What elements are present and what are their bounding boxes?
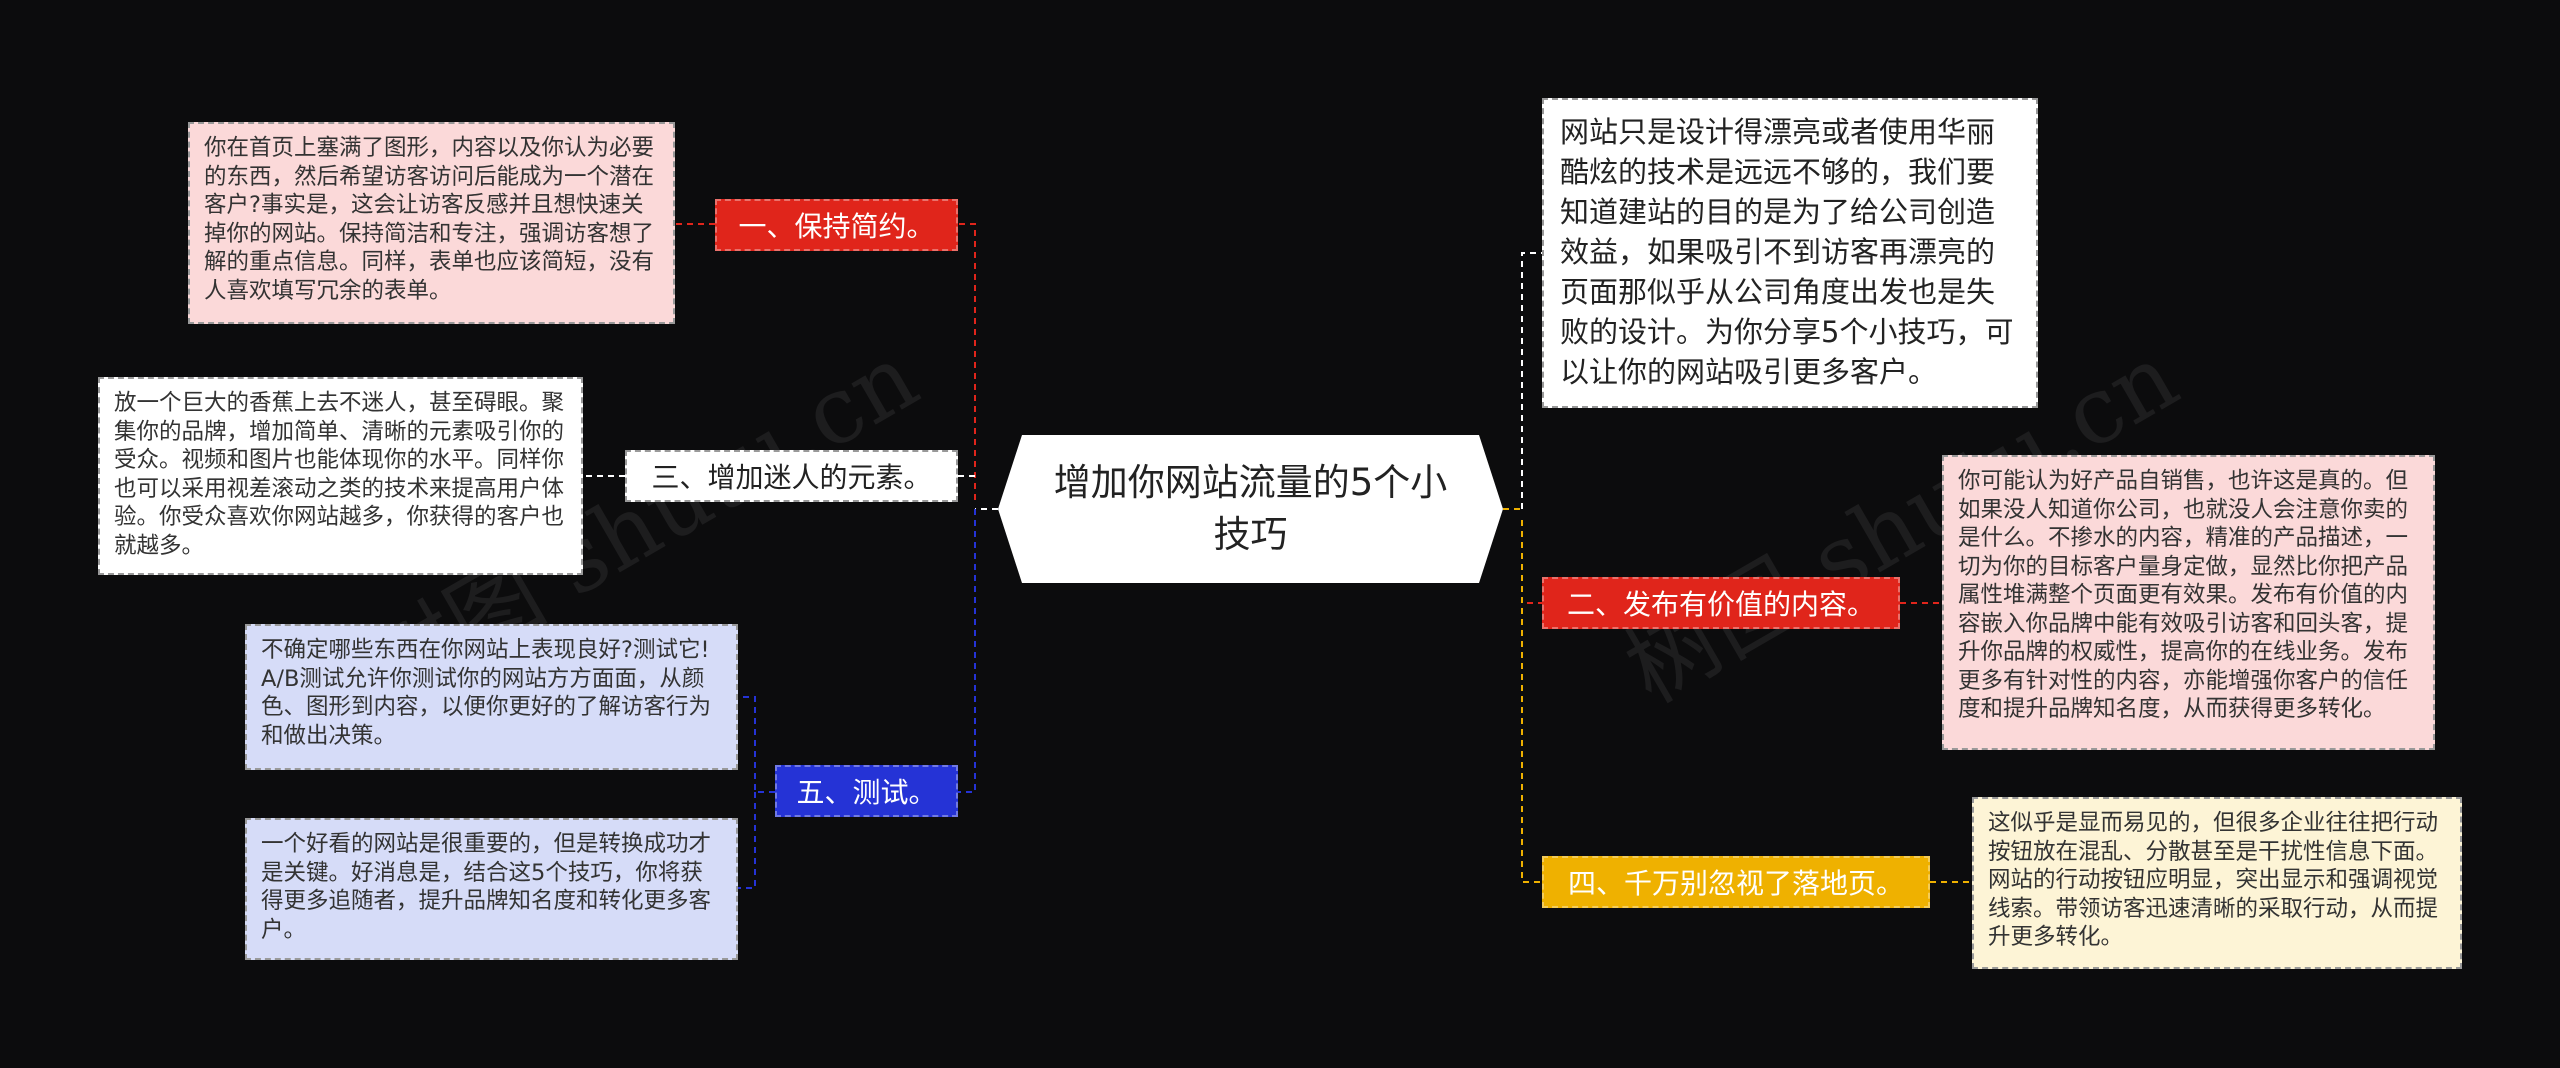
branch-testing-label: 五、测试。: [796, 776, 937, 809]
branch-landing-page-label: 四、千万别忽视了落地页。: [1567, 867, 1904, 900]
leaf-attractive-elements-text: 放一个巨大的香蕉上去不迷人，甚至碍眼。聚集你的品牌，增加简单、清晰的元素吸引你的…: [114, 390, 565, 559]
leaf-testing-conversion[interactable]: 一个好看的网站是很重要的，但是转换成功才是关键。好消息是，结合这5个技巧，你将获…: [245, 818, 738, 960]
leaf-testing-ab-text: 不确定哪些东西在你网站上表现良好?测试它!A/B测试允许你测试你的网站方方面面，…: [261, 637, 712, 749]
leaf-valuable-content[interactable]: 你可能认为好产品自销售，也许这是真的。但如果没人知道你公司，也就没人会注意你卖的…: [1942, 455, 2435, 750]
connector-spine-right-red: [1521, 520, 1542, 604]
connector-b5-leaves: [738, 696, 775, 889]
branch-valuable-content-label: 二、发布有价值的内容。: [1566, 588, 1875, 621]
connector-spine-red: [958, 223, 976, 500]
intro-summary-text: 网站只是设计得漂亮或者使用华丽酷炫的技术是远远不够的，我们要知道建站的目的是为了…: [1560, 115, 2014, 389]
leaf-keep-simple-text: 你在首页上塞满了图形，内容以及你认为必要的东西，然后希望访客访问后能成为一个潜在…: [204, 135, 655, 304]
branch-landing-page[interactable]: 四、千万别忽视了落地页。: [1542, 856, 1930, 908]
leaf-landing-page-text: 这似乎是显而易见的，但很多企业往往把行动按钮放在混乱、分散甚至是干扰性信息下面。…: [1988, 810, 2439, 950]
branch-keep-simple[interactable]: 一、保持简约。: [715, 199, 958, 251]
branch-attractive-elements[interactable]: 三、增加迷人的元素。: [625, 450, 958, 502]
central-topic-label: 增加你网站流量的5个小技巧: [1053, 461, 1448, 556]
leaf-attractive-elements[interactable]: 放一个巨大的香蕉上去不迷人，甚至碍眼。聚集你的品牌，增加简单、清晰的元素吸引你的…: [98, 377, 583, 575]
leaf-valuable-content-text: 你可能认为好产品自销售，也许这是真的。但如果没人知道你公司，也就没人会注意你卖的…: [1958, 468, 2409, 722]
intro-summary[interactable]: 网站只是设计得漂亮或者使用华丽酷炫的技术是远远不够的，我们要知道建站的目的是为了…: [1542, 98, 2038, 408]
leaf-testing-ab[interactable]: 不确定哪些东西在你网站上表现良好?测试它!A/B测试允许你测试你的网站方方面面，…: [245, 624, 738, 770]
branch-testing[interactable]: 五、测试。: [775, 765, 958, 817]
connector-spine-blue: [958, 509, 976, 793]
branch-keep-simple-label: 一、保持简约。: [738, 210, 935, 243]
connector-spine-right-yellow: [1521, 520, 1542, 883]
connector-spine-right-white: [1521, 252, 1542, 509]
leaf-testing-conversion-text: 一个好看的网站是很重要的，但是转换成功才是关键。好消息是，结合这5个技巧，你将获…: [261, 831, 712, 943]
leaf-keep-simple[interactable]: 你在首页上塞满了图形，内容以及你认为必要的东西，然后希望访客访问后能成为一个潜在…: [188, 122, 675, 324]
leaf-landing-page[interactable]: 这似乎是显而易见的，但很多企业往往把行动按钮放在混乱、分散甚至是干扰性信息下面。…: [1972, 797, 2462, 969]
branch-attractive-elements-label: 三、增加迷人的元素。: [651, 461, 932, 494]
branch-valuable-content[interactable]: 二、发布有价值的内容。: [1542, 577, 1900, 629]
central-topic[interactable]: 增加你网站流量的5个小技巧: [998, 435, 1503, 583]
